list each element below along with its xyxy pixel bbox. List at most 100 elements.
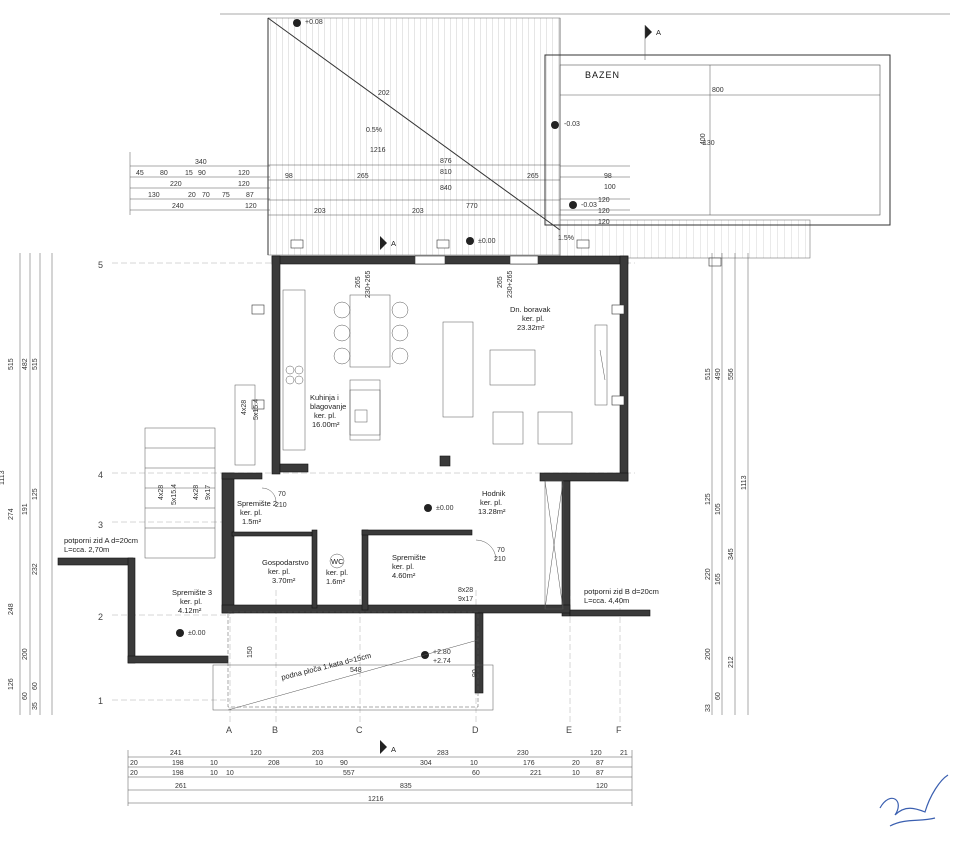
svg-text:1.5m²: 1.5m² — [242, 517, 262, 526]
svg-text:8x28: 8x28 — [458, 587, 473, 594]
svg-text:345: 345 — [728, 548, 735, 560]
svg-text:120: 120 — [238, 170, 250, 177]
svg-text:240: 240 — [172, 203, 184, 210]
inner-stairs — [349, 389, 564, 610]
room-storage: Spremište ker. pl. 4.60m² — [392, 553, 426, 580]
svg-text:556: 556 — [728, 368, 735, 380]
svg-text:60: 60 — [472, 770, 480, 777]
door-labels: 70 210 70 210 — [261, 487, 506, 563]
misc-dimensions: 265 230+265 265 230+265 548 150 90 130 2… — [247, 90, 715, 677]
svg-text:203: 203 — [314, 208, 326, 215]
svg-text:176: 176 — [523, 760, 535, 767]
room-living: Dn. boravak ker. pl. 23.32m² — [510, 305, 551, 332]
svg-text:1: 1 — [98, 696, 103, 706]
svg-text:C: C — [356, 725, 363, 735]
svg-text:Dn. boravak: Dn. boravak — [510, 305, 551, 314]
svg-text:230+265: 230+265 — [507, 270, 514, 298]
room-kitchen: Kuhinja i blagovanje ker. pl. 16.00m² — [310, 393, 346, 429]
svg-text:100: 100 — [604, 184, 616, 191]
svg-text:4: 4 — [98, 470, 103, 480]
svg-text:1216: 1216 — [368, 796, 384, 803]
svg-text:230: 230 — [517, 750, 529, 757]
pool — [544, 54, 891, 226]
svg-text:35: 35 — [32, 702, 39, 710]
svg-text:1216: 1216 — [370, 147, 386, 154]
svg-text:3: 3 — [98, 520, 103, 530]
svg-text:70: 70 — [278, 491, 286, 498]
svg-text:±0.00: ±0.00 — [478, 238, 496, 245]
svg-text:120: 120 — [245, 203, 257, 210]
svg-text:230+265: 230+265 — [365, 270, 372, 298]
svg-text:60: 60 — [715, 692, 722, 700]
svg-text:265: 265 — [355, 276, 362, 288]
svg-text:202: 202 — [378, 90, 390, 97]
svg-text:120: 120 — [250, 750, 262, 757]
svg-text:274: 274 — [8, 508, 15, 520]
svg-text:165: 165 — [715, 573, 722, 585]
svg-text:9x17: 9x17 — [458, 596, 473, 603]
svg-text:283: 283 — [437, 750, 449, 757]
svg-text:90: 90 — [198, 170, 206, 177]
svg-text:E: E — [566, 725, 572, 735]
exterior-stairs — [144, 384, 256, 559]
pool-width: 400 — [700, 133, 707, 145]
svg-text:5x15.4: 5x15.4 — [171, 484, 178, 505]
svg-text:20: 20 — [130, 770, 138, 777]
svg-text:810: 810 — [440, 169, 452, 176]
room-storage-2: Spremište 2 ker. pl. 1.5m² — [237, 499, 277, 526]
svg-text:L=cca. 4,40m: L=cca. 4,40m — [584, 596, 629, 605]
svg-text:-0.03: -0.03 — [581, 202, 597, 209]
svg-text:Spremište 3: Spremište 3 — [172, 588, 212, 597]
svg-text:5x15.4: 5x15.4 — [253, 399, 260, 420]
signature — [879, 774, 949, 827]
svg-text:20: 20 — [188, 192, 196, 199]
svg-text:13.28m²: 13.28m² — [478, 507, 506, 516]
svg-text:75: 75 — [222, 192, 230, 199]
svg-text:248: 248 — [8, 603, 15, 615]
roof-terrace — [267, 17, 561, 256]
svg-text:232: 232 — [32, 563, 39, 575]
room-hall: Hodnik ker. pl. 13.28m² — [478, 489, 506, 516]
top-dimensions: 340 45 80 15 90 120 220 120 130 20 70 75… — [129, 147, 630, 226]
svg-text:221: 221 — [530, 770, 542, 777]
svg-text:B: B — [272, 725, 278, 735]
svg-text:15: 15 — [185, 170, 193, 177]
svg-text:4.60m²: 4.60m² — [392, 571, 416, 580]
svg-text:5: 5 — [98, 260, 103, 270]
svg-text:10: 10 — [210, 770, 218, 777]
section-marker-bottom: A — [380, 740, 396, 754]
svg-text:90: 90 — [472, 669, 479, 677]
pool-label: BAZEN — [585, 70, 620, 80]
retaining-wall-b — [474, 609, 651, 694]
svg-text:9x17: 9x17 — [205, 485, 212, 500]
svg-text:3.70m²: 3.70m² — [272, 576, 296, 585]
svg-text:304: 304 — [420, 760, 432, 767]
svg-text:1.5%: 1.5% — [558, 235, 574, 242]
svg-text:±0.00: ±0.00 — [188, 630, 206, 637]
svg-text:1.6m²: 1.6m² — [326, 577, 346, 586]
svg-text:120: 120 — [598, 208, 610, 215]
svg-text:120: 120 — [596, 783, 608, 790]
svg-text:F: F — [616, 725, 622, 735]
kitchen-furniture — [282, 289, 409, 451]
svg-text:340: 340 — [195, 159, 207, 166]
lower-slab — [212, 611, 494, 711]
svg-text:Spremište 2: Spremište 2 — [237, 499, 277, 508]
bottom-dimensions: 241 120 203 283 230 120 21 20 198 10 208… — [127, 750, 633, 806]
svg-text:10: 10 — [210, 760, 218, 767]
pool-deck — [559, 219, 811, 259]
living-furniture — [442, 321, 608, 445]
svg-text:33: 33 — [705, 704, 712, 712]
svg-text:WC: WC — [331, 557, 344, 566]
svg-text:482: 482 — [22, 358, 29, 370]
svg-text:A: A — [391, 745, 396, 754]
svg-text:±0.00: ±0.00 — [436, 505, 454, 512]
svg-text:98: 98 — [604, 173, 612, 180]
svg-text:23.32m²: 23.32m² — [517, 323, 545, 332]
svg-text:840: 840 — [440, 185, 452, 192]
svg-text:80: 80 — [160, 170, 168, 177]
svg-text:ker. pl.: ker. pl. — [180, 597, 202, 606]
svg-text:60: 60 — [22, 692, 29, 700]
svg-text:261: 261 — [175, 783, 187, 790]
